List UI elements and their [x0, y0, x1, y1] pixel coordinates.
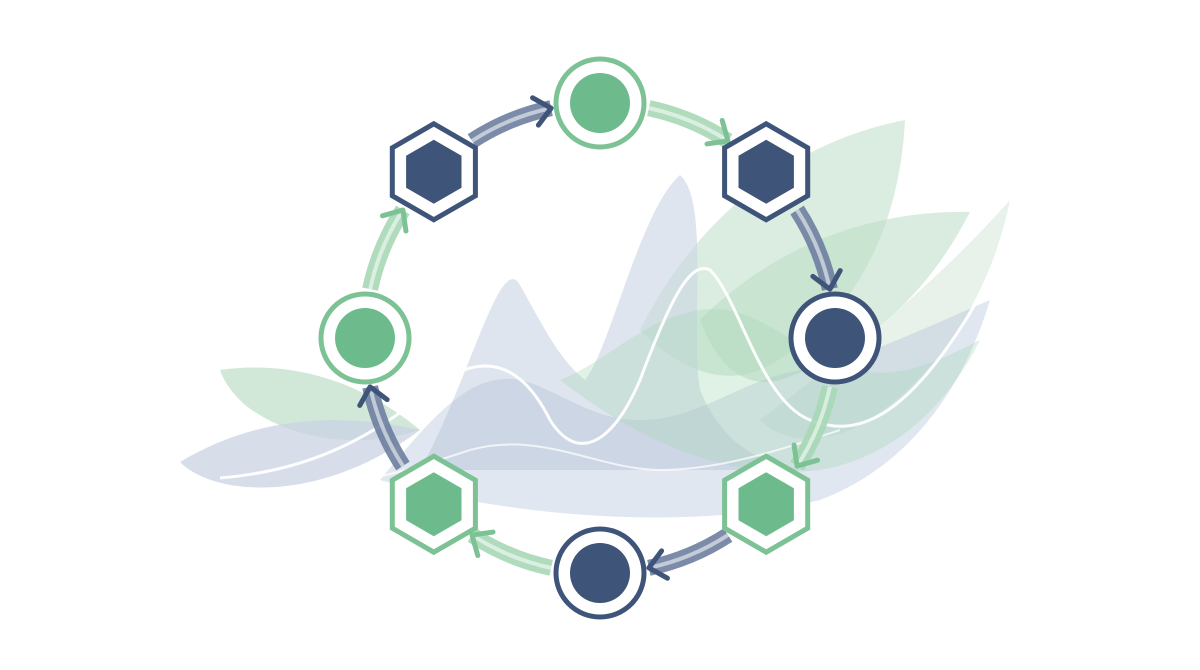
line-wave-echo: [209, 429, 841, 501]
cycle-connectors: [357, 95, 843, 581]
connector-highlight: [470, 106, 552, 143]
arrowhead-icon: [810, 268, 843, 292]
connector-left-to-upper-left: [362, 205, 410, 291]
arrowhead-icon: [530, 95, 554, 128]
mountain-wave-2: [380, 300, 990, 518]
connector-highlight: [795, 208, 832, 290]
circle-node-core: [805, 308, 865, 368]
connector-band: [467, 528, 553, 576]
connector-band: [362, 205, 410, 291]
background-decoration: [180, 120, 1012, 518]
connector-highlight: [648, 533, 730, 570]
connector-highlight: [795, 386, 832, 468]
cycle-nodes: [318, 56, 882, 620]
green-wave: [560, 308, 980, 472]
connector-highlight: [470, 533, 552, 570]
connector-upper-right-to-right: [790, 205, 843, 292]
arrowhead-icon: [704, 117, 731, 147]
connector-highlight: [648, 106, 730, 143]
connector-upper-left-to-top: [467, 95, 554, 148]
node-top: [553, 56, 647, 150]
arrowhead-icon: [791, 442, 821, 469]
arrowhead-icon: [379, 207, 409, 234]
node-left: [318, 291, 412, 385]
connector-band: [647, 100, 733, 148]
circle-node-core: [335, 308, 395, 368]
arrowhead-icon: [469, 529, 496, 559]
connector-highlight: [368, 386, 405, 468]
node-upper-left: [389, 120, 478, 223]
connector-highlight: [368, 208, 405, 290]
connector-right-to-lower-right: [790, 385, 838, 471]
right-leaf: [640, 120, 905, 376]
hexagon-node-core: [406, 472, 462, 537]
node-lower-left: [389, 453, 478, 556]
arrowhead-icon: [646, 548, 670, 581]
connector-lower-left-to-left: [357, 384, 410, 471]
connector-top-to-upper-right: [647, 100, 733, 148]
arrowhead-icon: [357, 384, 390, 408]
hexagon-node-core: [738, 139, 794, 204]
node-right: [788, 291, 882, 385]
hexagon-node-core: [406, 139, 462, 204]
circle-node-core: [570, 543, 630, 603]
node-upper-right: [722, 120, 811, 223]
node-lower-right: [722, 453, 811, 556]
node-bottom: [553, 526, 647, 620]
circle-node-core: [570, 73, 630, 133]
connector-lower-right-to-bottom: [646, 528, 733, 581]
line-wave: [219, 239, 1012, 480]
hexagon-node-core: [738, 472, 794, 537]
mountain-wave: [420, 175, 820, 470]
connector-bottom-to-lower-left: [467, 528, 553, 576]
